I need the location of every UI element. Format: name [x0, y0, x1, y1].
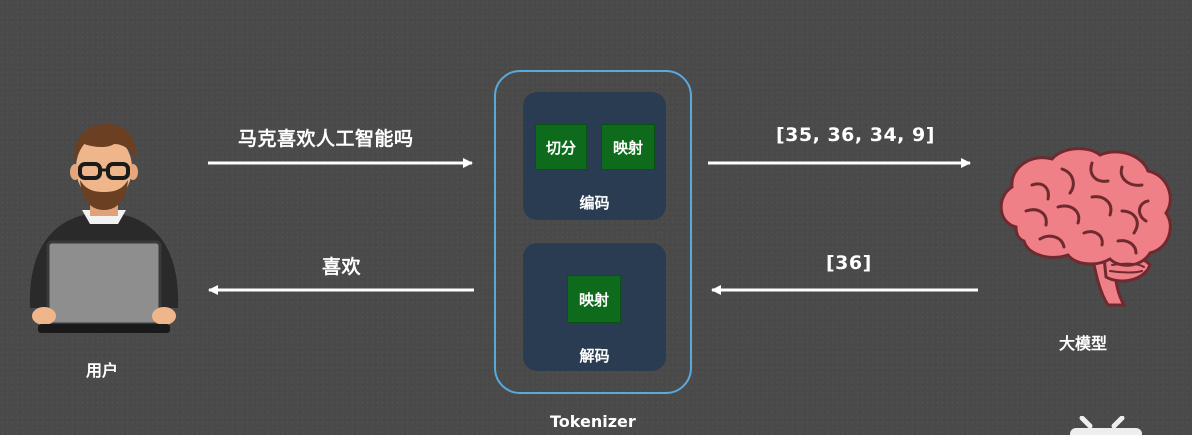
tv-watermark-icon	[1070, 416, 1142, 435]
brain-icon	[999, 147, 1172, 307]
user-label: 用户	[86, 361, 119, 380]
flow-label-tokenizer-to-user: 喜欢	[322, 256, 362, 278]
tokenizer-label: Tokenizer	[550, 412, 636, 431]
model-label: 大模型	[1059, 334, 1108, 353]
decode-label: 解码	[579, 347, 610, 365]
flow-label-user-to-tokenizer: 马克喜欢人工智能吗	[238, 128, 414, 150]
flow-label-tokenizer-to-model: [35, 36, 34, 9]	[776, 124, 935, 146]
encode-label: 编码	[579, 194, 610, 212]
chip-map: 映射	[567, 275, 621, 323]
decode-panel: 映射 解码	[523, 243, 666, 371]
user-with-laptop-icon	[29, 124, 179, 333]
encode-panel: 切分 映射 编码	[523, 92, 666, 220]
chip-map: 映射	[601, 124, 655, 170]
chip-split: 切分	[535, 124, 587, 170]
flow-label-model-to-tokenizer: [36]	[826, 252, 872, 274]
tokenizer-frame	[494, 70, 692, 394]
